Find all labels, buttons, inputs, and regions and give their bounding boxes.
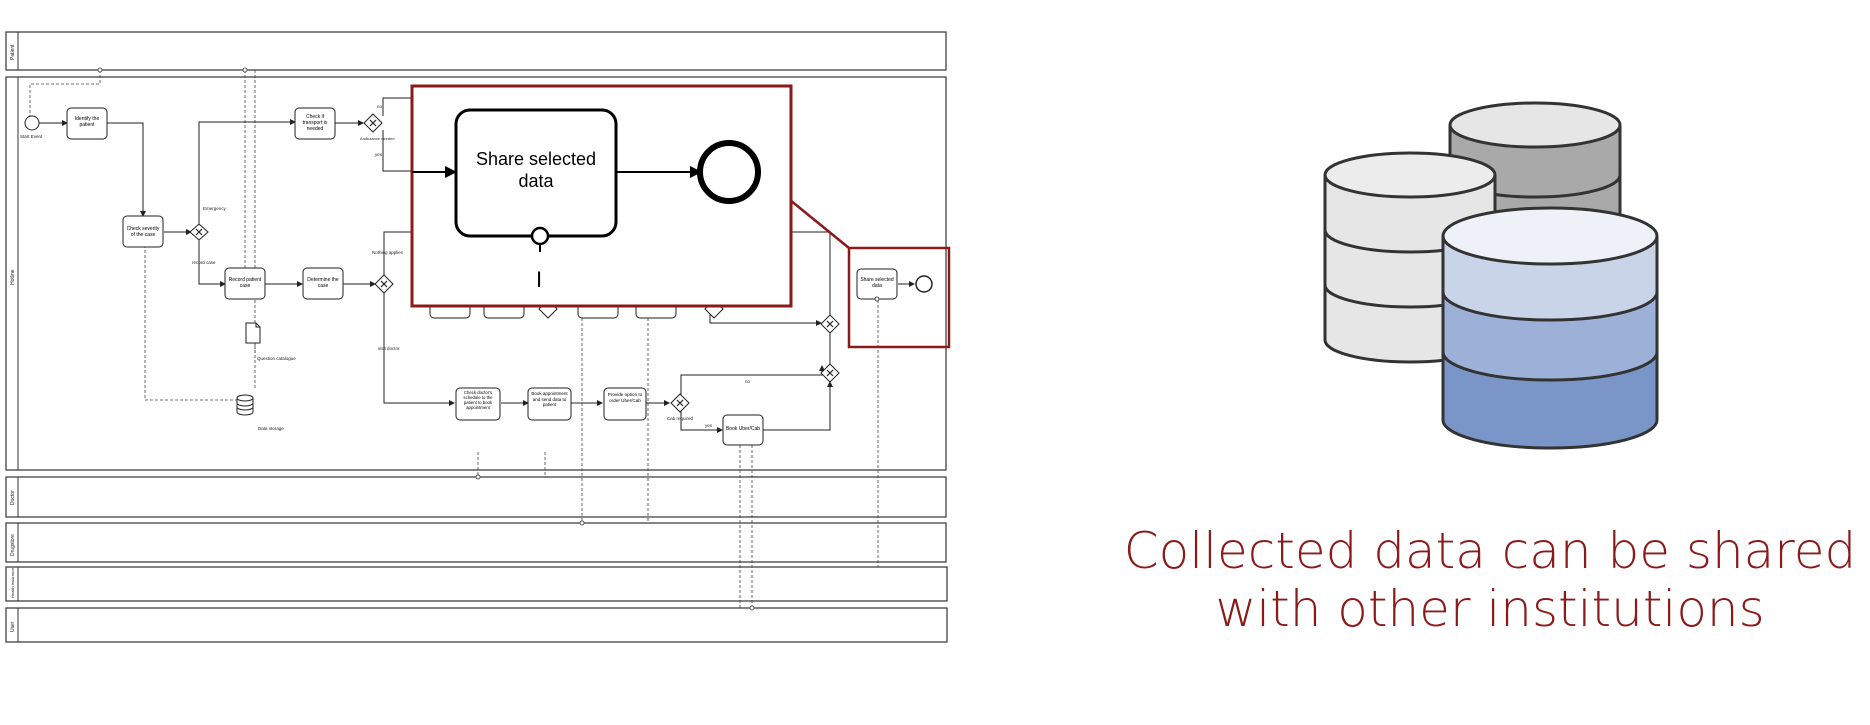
highlight-connector bbox=[789, 199, 850, 249]
document-question-catalogue: Question catalogue bbox=[245, 322, 296, 361]
pool-doctor: Doctor bbox=[5, 476, 947, 518]
label-emergency: Emergency bbox=[203, 206, 227, 211]
lane-label-user: User bbox=[10, 621, 16, 632]
task-book-appointment: Book appointment and send data to patien… bbox=[527, 387, 572, 421]
task-check-transport: Check if transport is needed bbox=[294, 107, 336, 140]
database-icon bbox=[1323, 101, 1659, 450]
highlight-box bbox=[847, 246, 951, 349]
label-cab-required: Cab required bbox=[667, 416, 694, 421]
label-nothing-applies: Nothing applies bbox=[372, 250, 404, 255]
task-check-schedule: Check doctor's schedule to the patient t… bbox=[455, 387, 501, 421]
label-no-1: no bbox=[377, 104, 383, 109]
zoom-box: Share selected data I bbox=[410, 84, 793, 308]
task-determine: Determine the case bbox=[302, 267, 344, 300]
pool-user: User bbox=[5, 607, 948, 643]
task-provide-option: Provide option to order Uber/Cab bbox=[603, 387, 647, 421]
pool-patient: Patient bbox=[5, 31, 947, 71]
label-record-case: record case bbox=[192, 260, 216, 265]
label-yes-2: yes bbox=[705, 423, 713, 428]
message-flows bbox=[29, 70, 879, 608]
task-record: Record patient case bbox=[224, 267, 266, 300]
label-data-storage: Data storage bbox=[258, 426, 284, 431]
zoom-marker: I bbox=[536, 267, 542, 292]
label-visit-doctor: visit doctor bbox=[378, 346, 400, 351]
zoom-task-label: Share selected data bbox=[475, 149, 597, 191]
lane-label-patient: Patient bbox=[10, 44, 16, 60]
data-storage-small: Data storage bbox=[236, 394, 284, 431]
label-yes-1: yes bbox=[375, 152, 383, 157]
end-event-small bbox=[915, 275, 933, 293]
lane-label-hotline: Hotline bbox=[10, 269, 16, 285]
gateway-x-marks bbox=[195, 119, 834, 407]
task-book-uber: Book Uber/Cab bbox=[722, 414, 764, 446]
label-no-2: no bbox=[745, 379, 751, 384]
lane-label-doctor: Doctor bbox=[10, 490, 16, 505]
pool-health-insurance: Health Insurance bbox=[5, 566, 948, 602]
task-identify: Identify the patient bbox=[66, 107, 108, 140]
pool-drugstore: Drugstore bbox=[5, 522, 947, 563]
zoom-end-event bbox=[697, 140, 761, 204]
caption: Collected data can be shared with other … bbox=[1123, 522, 1857, 638]
lane-label-drugstore: Drugstore bbox=[10, 534, 16, 556]
start-event-label: Start Event bbox=[20, 134, 43, 139]
label-question-catalogue: Question catalogue bbox=[257, 356, 296, 361]
task-check-severity: Check severity of the case bbox=[122, 215, 164, 248]
label-ambulance-needed: Ambulance needed bbox=[360, 136, 394, 141]
lane-label-health-insurance: Health Insurance bbox=[10, 567, 15, 598]
task-share-small: Share selected data bbox=[856, 268, 898, 302]
zoom-message-port bbox=[530, 226, 550, 246]
